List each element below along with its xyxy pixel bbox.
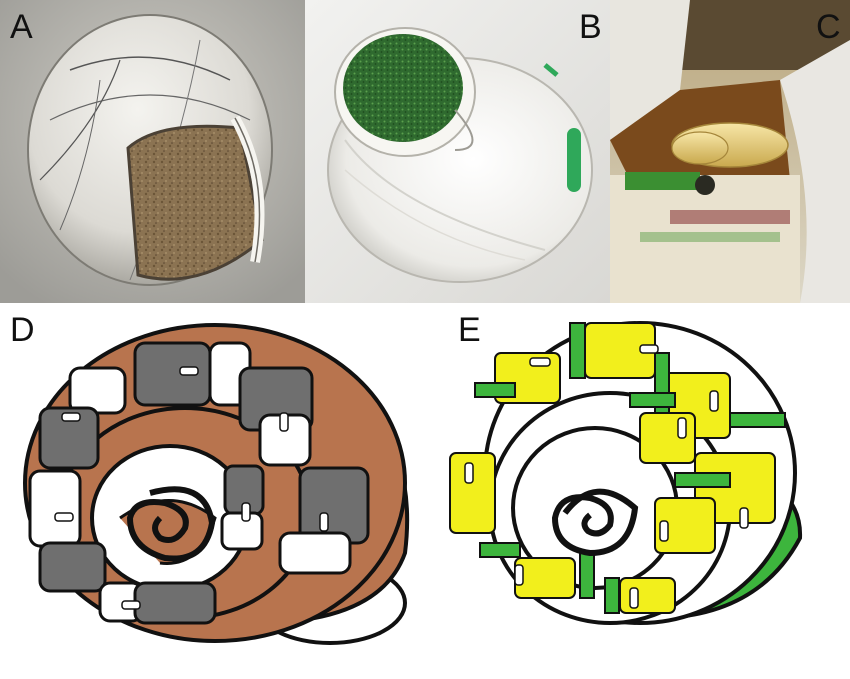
panel-label-b: B xyxy=(579,8,602,46)
shell-green-photo xyxy=(305,0,610,303)
diagram-panel-e: E xyxy=(430,303,850,679)
shell-soil-photo xyxy=(0,0,305,303)
panel-label-a: A xyxy=(10,8,33,46)
photo-panel-b: B xyxy=(305,0,610,303)
shell-egg-closeup-photo xyxy=(610,0,850,303)
photo-panel-a: A xyxy=(0,0,305,303)
photo-panel-c: C xyxy=(610,0,850,303)
panel-label-d: D xyxy=(10,311,35,349)
panel-label-c: C xyxy=(816,8,841,46)
yellow-shell-drawing xyxy=(449,321,803,625)
brown-shell-drawing xyxy=(23,323,410,645)
diagram-panel-d: D xyxy=(0,303,430,679)
panel-label-e: E xyxy=(458,311,481,349)
